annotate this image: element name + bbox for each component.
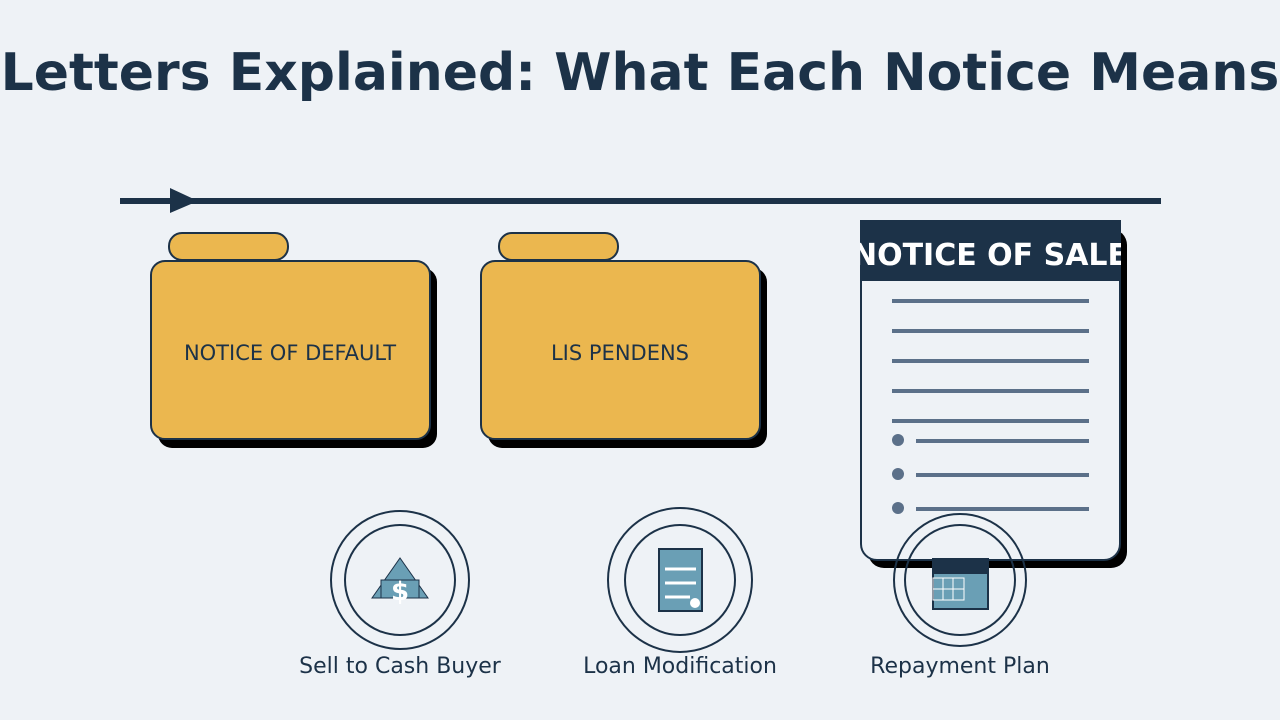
notice-of-sale-document: NOTICE OF SALE: [852, 220, 1128, 568]
arrow-head-icon: [170, 188, 198, 213]
house-dollar-icon: $: [371, 557, 429, 607]
document-icon: [658, 548, 703, 612]
document-header-bar: [860, 220, 1121, 281]
notice-of-sale-label: NOTICE OF SALE: [852, 238, 1128, 273]
outer-ring: [607, 507, 753, 653]
lis-pendens-label: LIS PENDENS: [551, 341, 689, 365]
outer-ring: [893, 513, 1027, 647]
document-text-lines: [892, 299, 1089, 511]
document-bullets: [892, 434, 904, 514]
option-label: Sell to Cash Buyer: [299, 654, 502, 679]
bullet-icon: [892, 434, 904, 446]
outer-ring: [330, 510, 470, 650]
inner-ring: [904, 524, 1016, 636]
bullet-icon: [892, 468, 904, 480]
folder-tab: [498, 232, 619, 261]
header-clip: NOTICE OF SALE: [852, 238, 1128, 273]
folder-tab: [168, 232, 289, 261]
lis-pendens-folder: LIS PENDENS: [480, 232, 767, 448]
notice-of-default-folder: NOTICE OF DEFAULT: [150, 232, 437, 448]
folder-body: [480, 260, 761, 440]
option-label: Loan Modification: [583, 654, 777, 679]
inner-ring: [624, 524, 736, 636]
svg-text:$: $: [391, 577, 409, 607]
bullet-icon: [892, 502, 904, 514]
option-loan-modification: Loan Modification: [583, 507, 777, 679]
option-label: Repayment Plan: [870, 654, 1050, 679]
notice-of-default-label: NOTICE OF DEFAULT: [184, 341, 396, 365]
timeline-arrow: [120, 188, 1161, 213]
inner-ring: [344, 524, 456, 636]
option-repayment-plan: Repayment Plan: [870, 513, 1050, 679]
option-sell-to-cash-buyer: $ Sell to Cash Buyer: [299, 510, 502, 679]
folder-body: [150, 260, 431, 440]
page-title: Letters Explained: What Each Notice Mean…: [1, 43, 1280, 103]
calendar-icon: [932, 558, 989, 610]
